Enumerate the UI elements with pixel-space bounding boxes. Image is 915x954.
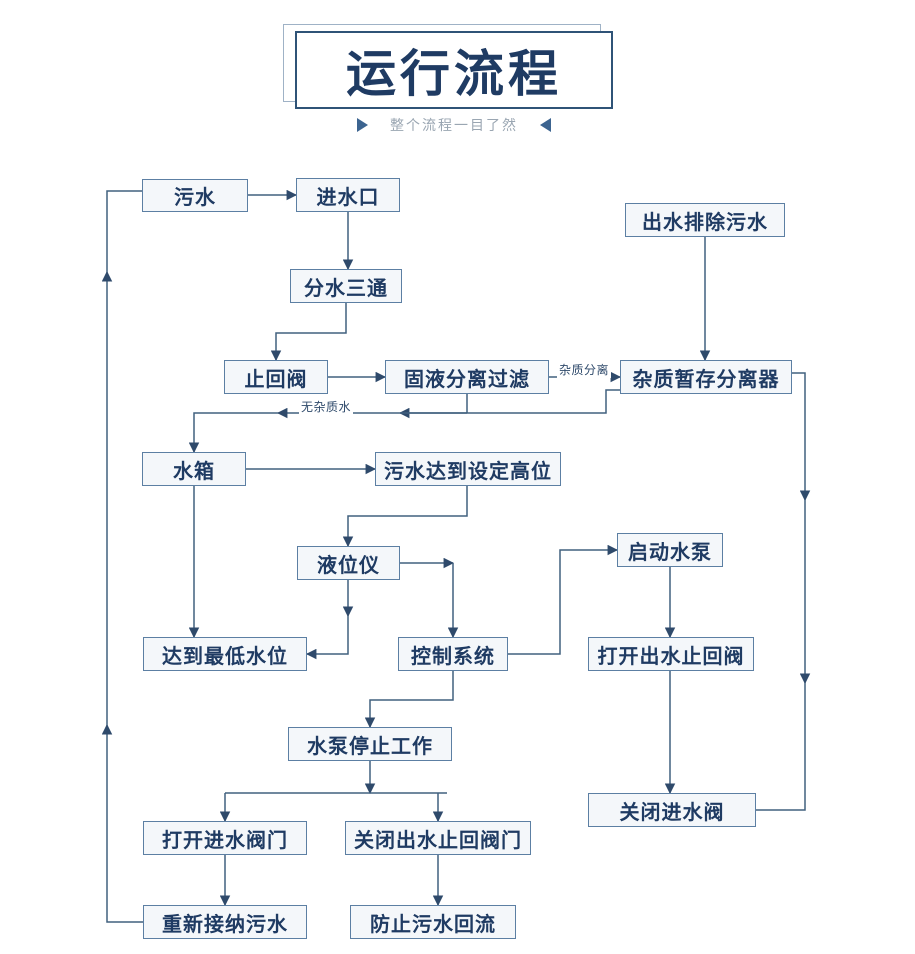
node-label: 水箱 [173,458,215,483]
edge-label-zazhifenli: 杂质分离 [557,361,612,378]
node-label: 出水排除污水 [642,209,768,234]
node-jinshuikou[interactable]: 进水口 [296,178,400,212]
edge-right-bus-to-guanbijinshuifa [756,683,806,811]
node-shuibeng-tingzhi-gongzuo[interactable]: 水泵停止工作 [288,727,452,761]
node-label: 水泵停止工作 [307,733,433,758]
subtitle-row: 整个流程一目了然 [295,112,613,138]
node-dakai-jinshui-famen[interactable]: 打开进水阀门 [143,821,307,855]
node-label: 重新接纳污水 [162,911,288,936]
node-kongzhi-xitong[interactable]: 控制系统 [398,637,508,671]
node-label: 进水口 [316,184,380,209]
node-guanbi-chushui-zhihui-famen[interactable]: 关闭出水止回阀门 [345,821,531,855]
node-label: 污水 [174,185,216,209]
edge-label-text: 无杂质水 [301,400,352,414]
node-fenshuisantong[interactable]: 分水三通 [290,269,402,303]
node-label: 止回阀 [244,366,308,391]
node-label: 打开出水止回阀 [597,643,745,668]
edge-left-bus-to-wushui [106,190,142,272]
node-chushui-paichu-wushui[interactable]: 出水排除污水 [625,203,785,237]
node-qidong-shuibeng[interactable]: 启动水泵 [617,533,723,567]
edge-label-wuzazhishui: 无杂质水 [299,398,354,415]
node-chongxin-jiena-wushui[interactable]: 重新接纳污水 [143,905,307,939]
edge-fenshuisantong-to-zhihuifa [270,303,347,362]
node-label: 关闭出水止回阀门 [354,827,522,852]
node-label: 达到最低水位 [162,643,288,668]
node-wushui-dadao-shedinggaowei[interactable]: 污水达到设定高位 [375,452,561,486]
node-guanbi-jinshuifa[interactable]: 关闭进水阀 [588,793,756,827]
node-label: 液位仪 [317,552,380,577]
triangle-left-icon [540,118,551,132]
node-label: 控制系统 [411,643,495,668]
node-label: 启动水泵 [628,539,712,564]
node-yeweiyi[interactable]: 液位仪 [297,546,400,580]
edge-zazhifenliqi-to-right-bus [792,372,811,502]
node-fangzhi-wushui-huiliu[interactable]: 防止污水回流 [350,905,516,939]
node-dakai-chushui-zhihuifa[interactable]: 打开出水止回阀 [588,637,754,671]
node-zhihuifa[interactable]: 止回阀 [224,360,328,394]
page-subtitle: 整个流程一目了然 [390,118,518,134]
edge-kongzhixitong-to-shuibengtingzhi [364,671,454,729]
node-wushui[interactable]: 污水 [142,179,248,212]
node-label: 关闭进水阀 [619,799,725,824]
edge-yeweiyi-to-zuidishuiwei [305,616,349,660]
page-header: 运行流程 整个流程一目了然 [0,0,915,150]
edge-label-text: 杂质分离 [559,363,610,377]
title-frame-inner [295,31,613,109]
page-title: 运行流程 [346,45,562,103]
node-label: 污水达到设定高位 [384,458,552,483]
edge-bus-to-shuixiang [188,412,278,454]
node-label: 防止污水回流 [370,911,496,936]
triangle-right-icon [357,118,368,132]
edge-chongxinjiena-to-left-bus [101,723,143,923]
node-dadao-zuidi-shuiwei[interactable]: 达到最低水位 [143,637,307,671]
node-label: 固液分离过滤 [404,366,530,391]
edge-shedinggaowei-to-yeweiyi [342,486,468,548]
node-zazhi-zancun-fenliqi[interactable]: 杂质暂存分离器 [620,360,792,394]
node-label: 打开进水阀门 [162,827,288,852]
node-guye-fenli-guolv[interactable]: 固液分离过滤 [385,360,549,394]
node-shuixiang[interactable]: 水箱 [142,452,246,486]
node-label: 杂质暂存分离器 [632,366,780,391]
node-label: 分水三通 [304,275,388,300]
